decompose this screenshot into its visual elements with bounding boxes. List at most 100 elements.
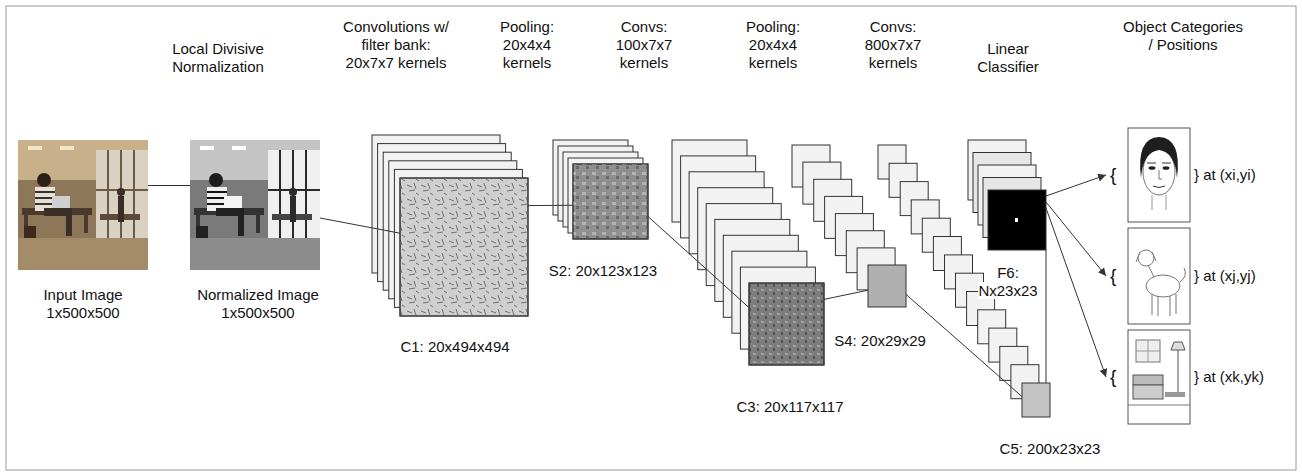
connection-line [1046,202,1106,276]
layer-label: C1: 20x494x494 [400,338,509,355]
input-photo [96,150,148,238]
c1-maps [400,178,528,316]
normalized-photo [194,208,264,215]
layer-label: C5: 200x23x23 [1000,440,1101,457]
feature-map-stack: C3: 20x117x117 [749,283,824,365]
input-photo [22,208,92,215]
room-picture [1133,385,1163,399]
position-label: } at (xk,yk) [1194,368,1264,385]
normalized-photo [209,173,223,187]
c5-maps [878,145,1050,417]
header-label: Convs: 100x7x7 kernels [616,18,673,71]
room-picture [1171,342,1185,350]
c1-maps [372,135,528,316]
normalized-photo [190,238,320,270]
text-box: C1: 20x494x494 [400,338,509,356]
feature-map-stack: S2: 20x123x123 [573,164,648,239]
input-photo [24,226,36,238]
header-label: Linear Classifier [977,40,1039,75]
input-image: Input Image 1x500x500 [18,140,148,270]
position-label: } at (xj,yj) [1194,267,1256,284]
brace: { [1110,366,1116,387]
normalized-photo [289,188,297,196]
image-label: Normalized Image 1x500x500 [197,286,319,321]
room-picture [1178,350,1179,392]
text-box: F6: Nx23x23 [975,264,1041,300]
c5-maps [1022,383,1050,417]
connection-line [1045,250,1046,383]
output-category: { } at (xj,yj) [1106,228,1274,324]
connection-line [648,217,749,308]
feature-map-stack: C1: 20x494x494 [400,178,528,316]
face-picture [1128,128,1190,222]
face-picture [1163,166,1170,170]
s2-maps [573,164,648,239]
normalized-photo [196,226,208,238]
feature-map-stack: C5: 200x23x23 [1022,383,1050,417]
connection-line [1046,175,1106,196]
face-picture [1128,128,1190,222]
connection-line [320,218,400,233]
f6-maps [1015,218,1018,222]
normalized-image: Normalized Image 1x500x500 [190,140,320,270]
s4-maps [868,265,906,307]
input-photo [117,188,125,196]
input-photo [18,140,148,270]
header-label-box: Pooling: 20x4x4 kernels [495,18,559,72]
s2-maps [553,140,648,239]
normalized-photo [190,140,320,270]
dog-picture [1136,252,1156,262]
normalized-photo [200,146,214,150]
header-label: Pooling: 20x4x4 kernels [500,18,554,71]
text-box: } at (xk,yk) [1194,368,1264,386]
header-label-box: Convolutions w/ filter bank: 20x7x7 kern… [340,18,452,72]
face-picture [1149,166,1156,170]
feature-map-stack: S4: 20x29x29 [868,265,906,307]
f6-maps [988,190,1046,250]
header-label-box: Local Divisive Normalization [168,40,268,76]
header-label-box: Convs: 100x7x7 kernels [609,18,679,72]
dog-picture [1152,294,1176,316]
face-picture [1147,163,1171,164]
header-label-box: Linear Classifier [968,40,1048,76]
dog-picture [1148,265,1154,277]
dog-picture [1146,275,1180,297]
input-photo [18,238,148,270]
output-category: {} at (xi,yi) [1106,128,1274,222]
brace: { [1110,265,1116,286]
input-photo [28,146,42,150]
header-label-box: Object Categories / Positions [1120,18,1246,54]
s2-maps [573,164,648,239]
layer-label: S4: 20x29x29 [834,332,926,349]
connection-line [148,185,190,186]
connection-line [1046,208,1106,377]
input-photo [96,150,148,238]
position-label: } at (xi,yi) [1194,166,1256,183]
text-box: Input Image 1x500x500 [18,286,148,322]
normalized-photo [290,196,296,222]
room-picture [1136,340,1160,362]
room-picture [1128,330,1190,424]
layer-label: C3: 20x117x117 [736,398,843,415]
output-category: { } at (xk,yk) [1106,330,1274,424]
f6-maps [968,140,1046,250]
text-box: } at (xi,yi) [1194,166,1256,184]
header-label-box: Convs: 800x7x7 kernels [858,18,928,72]
input-photo [118,196,124,222]
text-box: { [1110,265,1116,287]
c3-maps [749,283,824,365]
dog-picture [1138,250,1154,266]
text-box: { [1110,366,1116,388]
dog-picture [1128,228,1190,324]
normalized-photo [238,208,244,236]
frame [6,6,1296,470]
normalized-photo [268,150,320,238]
layer-label: S2: 20x123x123 [549,262,657,279]
dog-picture [1180,268,1185,282]
input-photo [84,215,88,233]
normalized-photo [232,146,246,150]
input-photo [66,208,72,236]
room-picture [1133,375,1163,385]
text-box: C3: 20x117x117 [736,398,843,416]
room-picture [1165,392,1185,397]
